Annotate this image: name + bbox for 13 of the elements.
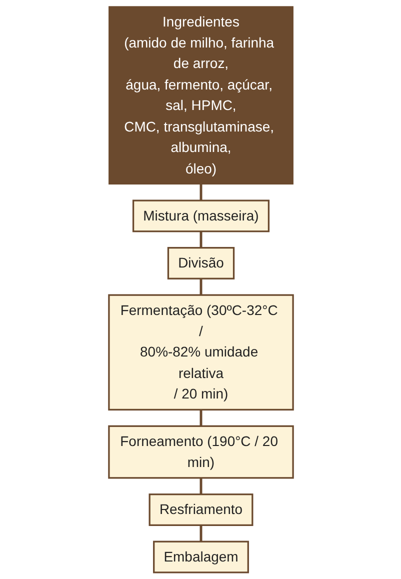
node-box: Ingredientes (amido de milho, farinha de arroz, água, fermento, açúcar, sal, HPMC, CMC, transglutaminase, albumina, óleo)	[108, 6, 293, 184]
node-box: Mistura (masseira)	[132, 200, 270, 232]
connector	[199, 231, 202, 248]
node-box: Fermentação (30ºC-32°C / 80%-82% umidade relativa / 20 min)	[108, 294, 294, 411]
connector	[199, 478, 202, 494]
node-box: Forneamento (190°C / 20 min)	[108, 425, 294, 479]
connector	[199, 184, 202, 201]
connector	[199, 525, 202, 542]
node-box: Resfriamento	[148, 494, 253, 526]
node-box: Embalagem	[152, 540, 248, 574]
node-box: Divisão	[166, 246, 234, 280]
connector	[199, 278, 202, 296]
connector	[199, 410, 202, 426]
